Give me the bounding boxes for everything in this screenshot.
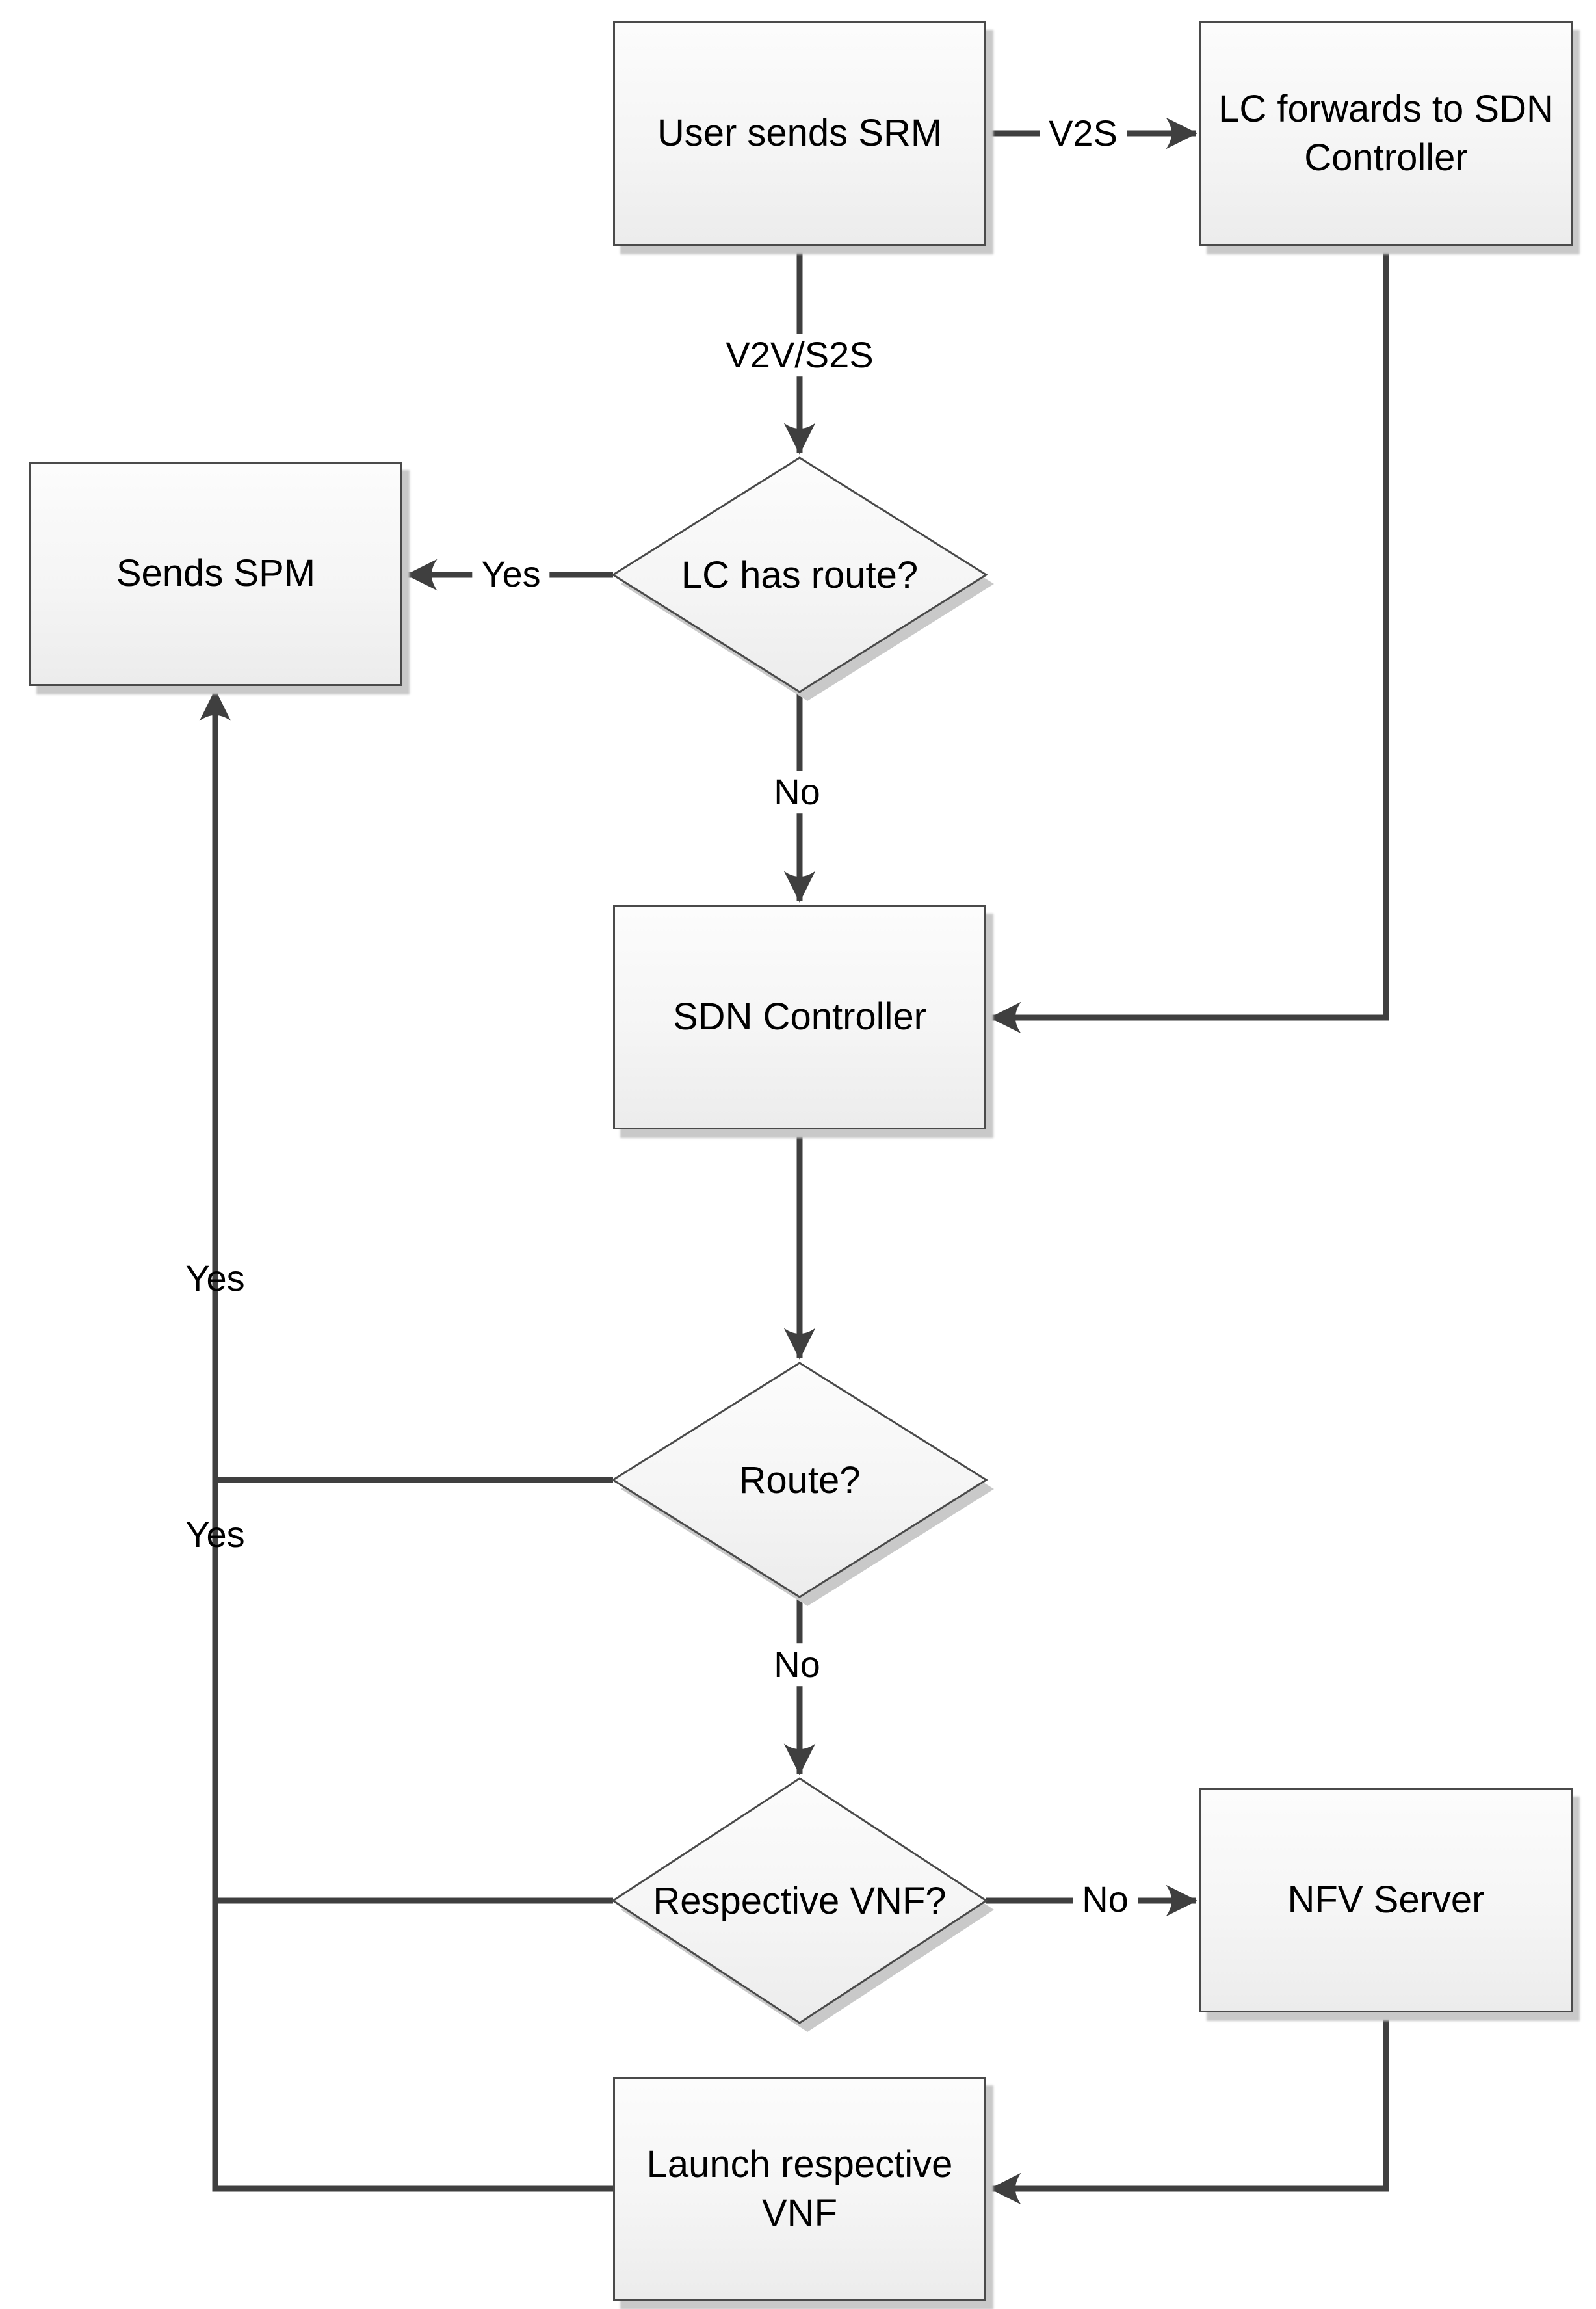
node-nfv-server-label: NFV Server (1287, 1879, 1485, 1921)
node-lc-forwards-label: LC forwards to SDN Controller (1218, 88, 1554, 179)
edge-label-yes-lc-has-route: Yes (472, 553, 550, 596)
edge-label-v2s: V2S (1040, 112, 1127, 155)
connector-lcforwards-to-sdncontroller (989, 246, 1389, 1034)
node-launch-vnf-label: Launch respective VNF (646, 2143, 953, 2234)
node-sends-spm: Sends SPM (29, 462, 402, 686)
edge-label-no-route: No (765, 1643, 830, 1686)
node-launch-vnf: Launch respective VNF (613, 2077, 986, 2301)
node-nfv-server: NFV Server (1199, 1788, 1573, 2012)
node-user-srm-label: User sends SRM (657, 112, 943, 155)
node-route-label: Route? (739, 1458, 861, 1501)
node-respective-vnf: Respective VNF? (624, 1836, 975, 1966)
edge-label-yes-respective-vnf: Yes (185, 1514, 245, 1555)
node-lc-has-route-shape (611, 456, 988, 693)
node-sdn-controller: SDN Controller (613, 905, 986, 1129)
node-user-srm: User sends SRM (613, 21, 986, 246)
connector-nfvserver-to-launchvnf (989, 2013, 1389, 2205)
node-sdn-controller-label: SDN Controller (673, 996, 926, 1038)
connector-launchvnf-to-sendsspm (199, 689, 616, 2192)
edge-label-no-respective-vnf: No (1073, 1878, 1138, 1921)
node-sends-spm-label: Sends SPM (116, 552, 316, 595)
node-route: Route? (624, 1415, 975, 1545)
edge-label-no-lc-has-route: No (765, 771, 830, 813)
node-respective-vnf-shape (611, 1777, 988, 2024)
edge-label-v2v-s2s: V2V/S2S (716, 334, 883, 376)
node-respective-vnf-label: Respective VNF? (653, 1879, 947, 1922)
node-lc-has-route: LC has route? (624, 510, 975, 640)
node-route-shape (611, 1362, 988, 1598)
edge-label-yes-route: Yes (185, 1258, 245, 1299)
node-lc-has-route-label: LC has route? (681, 553, 919, 596)
node-lc-forwards: LC forwards to SDN Controller (1199, 21, 1573, 246)
